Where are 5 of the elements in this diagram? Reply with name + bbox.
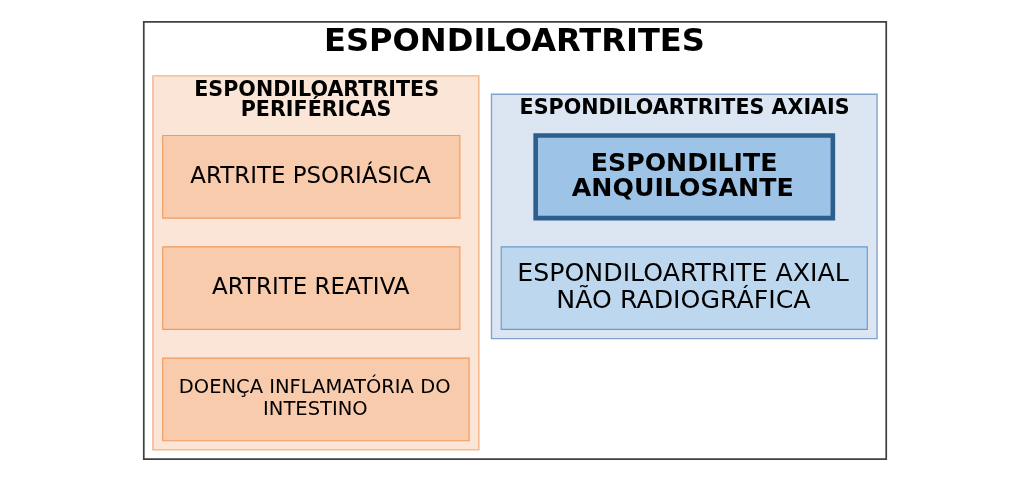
node-box: ARTRITE PSORIÁSICA	[162, 134, 461, 219]
node-box: ESPONDILOARTRITE AXIAL NÃO RADIOGRÁFICA	[500, 246, 868, 330]
node-box: ARTRITE REATIVA	[162, 246, 461, 330]
node-box: DOENÇA INFLAMATÓRIA DO INTESTINO	[162, 357, 470, 442]
node-box: ESPONDILITE ANQUILOSANTE	[533, 133, 836, 221]
